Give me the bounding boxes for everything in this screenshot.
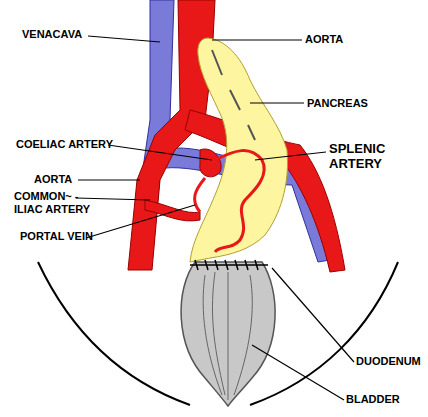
part-label: PANCREAS xyxy=(307,97,417,110)
part-label: BLADDER xyxy=(346,393,426,406)
part-label: DUODENUM xyxy=(356,355,428,368)
leader-lines xyxy=(76,36,354,400)
part-label: COMMON~ -ILIAC ARTERY xyxy=(14,190,100,215)
part-label: AORTA xyxy=(34,173,114,186)
part-label: AORTA xyxy=(305,33,415,46)
part-label: SPLENIC ARTERY xyxy=(329,142,401,172)
bladder-vessels xyxy=(203,272,252,400)
part-label: PORTAL VEIN xyxy=(20,230,130,243)
body-outline xyxy=(38,262,190,405)
part-label: COELIAC ARTERY xyxy=(16,138,146,151)
bladder xyxy=(181,262,275,406)
pancreas xyxy=(190,38,288,262)
artery-branch xyxy=(195,178,205,212)
splenic-artery xyxy=(215,151,264,252)
pancreas-duct xyxy=(212,50,255,140)
coeliac-artery xyxy=(200,149,221,177)
part-label: VENACAVA xyxy=(22,28,142,41)
suture-line xyxy=(190,260,268,270)
